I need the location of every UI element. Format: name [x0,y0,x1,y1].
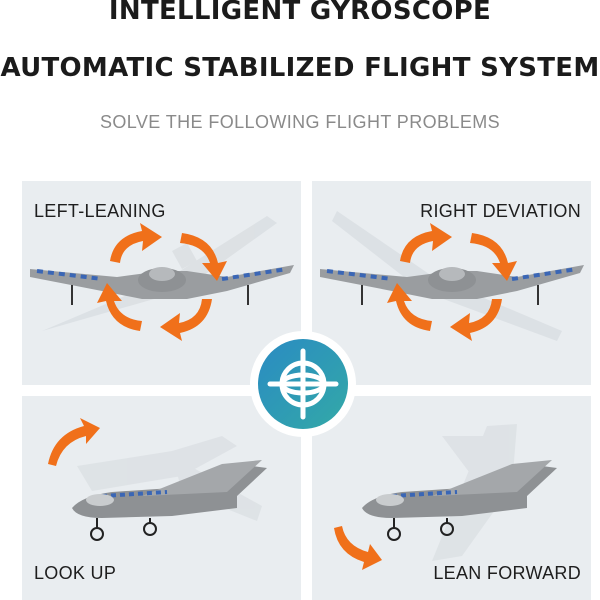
left-leaning-illustration [30,216,294,341]
panel-label-lean-forward: LEAN FORWARD [433,563,581,583]
panel-label-right-deviation: RIGHT DEVIATION [420,201,581,221]
panel-lean-forward: LEAN FORWARD [312,396,591,600]
panel-label-look-up: LOOK UP [34,563,117,583]
right-deviation-illustration [320,211,584,341]
panel-right-deviation: RIGHT DEVIATION [312,181,591,385]
gyroscope-icon [267,348,339,420]
headline-line-2: AUTOMATIC STABILIZED FLIGHT SYSTEM [0,53,600,83]
panel-look-up: LOOK UP [22,396,301,600]
headline-line-1: INTELLIGENT GYROSCOPE [108,0,492,26]
lean-forward-illustration [334,424,557,570]
panel-left-leaning: LEFT-LEANING [22,181,301,385]
look-up-illustration [48,418,267,541]
gyroscope-hub [250,331,356,437]
subtitle: SOLVE THE FOLLOWING FLIGHT PROBLEMS [99,112,501,132]
panel-label-left-leaning: LEFT-LEANING [34,201,166,221]
